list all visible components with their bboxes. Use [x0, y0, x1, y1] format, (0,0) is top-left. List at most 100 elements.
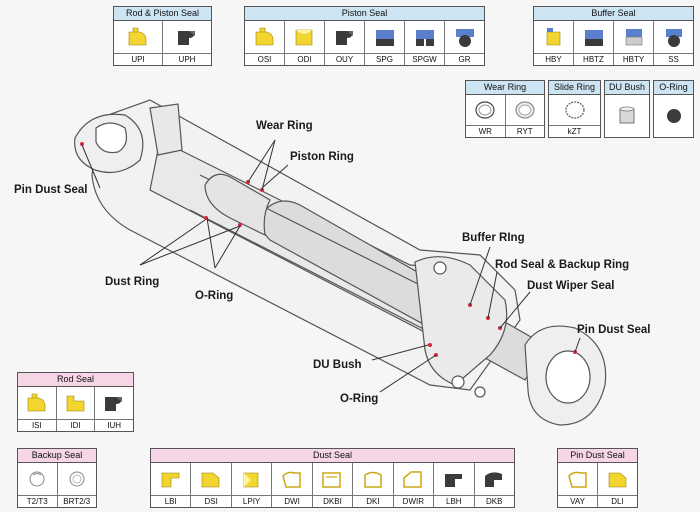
seal-code-label: DKB [474, 495, 514, 507]
seal-code-label: IDI [56, 419, 95, 431]
seal-profile-icon [549, 95, 600, 125]
seal-profile-icon [18, 463, 57, 495]
seal-profile-icon [151, 463, 190, 495]
callout-du-bush: DU Bush [313, 359, 362, 371]
seal-profile-icon [114, 21, 162, 53]
seal-item: RYT [505, 95, 545, 137]
seal-item: UPH [163, 21, 211, 65]
seal-profile-icon [18, 387, 56, 419]
seal-item: BRT2/3 [57, 463, 96, 507]
seal-item: DWI [272, 463, 313, 507]
seal-item: DKBI [312, 463, 354, 507]
seal-profile-icon [245, 21, 284, 53]
seal-code-label: SPG [365, 53, 404, 65]
piston-body [204, 173, 271, 237]
group-title: DU Bush [605, 81, 649, 95]
group-title: Pin Dust Seal [558, 449, 637, 463]
seal-code-label: T2/T3 [18, 495, 57, 507]
seal-item: VAY [558, 463, 598, 507]
seal-item: SPG [365, 21, 405, 65]
seal-item: OSI [245, 21, 285, 65]
seal-profile-icon [598, 463, 637, 495]
group-title: Rod & Piston Seal [114, 7, 211, 21]
seal-item: T2/T3 [18, 463, 58, 507]
seal-code-label: RYT [505, 125, 544, 137]
seal-code-label: BRT2/3 [57, 495, 96, 507]
group-title: Dust Seal [151, 449, 514, 463]
seal-profile-icon [313, 463, 352, 495]
callout-wear-ring: Wear Ring [256, 120, 313, 132]
seal-item: LBH [434, 463, 475, 507]
seal-code-label: DSI [191, 495, 231, 507]
seal-profile-icon [163, 21, 211, 53]
group-slide-ring: Slide Ring kZT [548, 80, 601, 138]
seal-code-label: SPGW [405, 53, 444, 65]
seal-item: UPI [114, 21, 163, 65]
callout-dust-ring: Dust Ring [105, 276, 160, 288]
seal-profile-icon [95, 387, 133, 419]
seal-item [654, 95, 693, 137]
group-title: Buffer Seal [534, 7, 693, 21]
seal-item: DKB [474, 463, 514, 507]
seal-profile-icon [285, 21, 324, 53]
seal-code-label: DLI [598, 495, 637, 507]
seal-code-label: HBY [534, 53, 573, 65]
group-title: Slide Ring [549, 81, 600, 95]
seal-item: HBY [534, 21, 574, 65]
seal-code-label: UPI [114, 53, 162, 65]
gland-head [414, 256, 508, 386]
seal-code-label: GR [445, 53, 484, 65]
seal-profile-icon [434, 463, 473, 495]
seal-code-label: ODI [285, 53, 324, 65]
group-title: Wear Ring [466, 81, 544, 95]
callout-pin-dust-seal-left: Pin Dust Seal [14, 184, 88, 196]
seal-profile-icon [605, 95, 649, 137]
callout-piston-ring: Piston Ring [290, 151, 354, 163]
group-o-ring: O-Ring [653, 80, 694, 138]
seal-profile-icon [394, 463, 433, 495]
seal-profile-icon [232, 463, 271, 495]
seal-item: OUY [325, 21, 365, 65]
seal-code-label: DWIR [393, 495, 434, 507]
callout-pin-dust-seal-right: Pin Dust Seal [577, 324, 651, 336]
seal-item: IDI [56, 387, 96, 431]
seal-item: SS [654, 21, 693, 65]
group-du-bush: DU Bush [604, 80, 650, 138]
seal-profile-icon [325, 21, 364, 53]
callout-dust-wiper-seal: Dust Wiper Seal [527, 280, 615, 292]
seal-profile-icon [405, 21, 444, 53]
callout-buffer-ring: Buffer RIng [462, 232, 525, 244]
callout-o-ring-left: O-Ring [195, 290, 234, 302]
seal-profile-icon [574, 21, 613, 53]
seal-item: HBTY [614, 21, 654, 65]
seal-profile-icon [654, 21, 693, 53]
seal-item: DWIR [393, 463, 435, 507]
seal-item: ODI [285, 21, 325, 65]
seal-profile-icon [654, 95, 693, 137]
group-title: Backup Seal [18, 449, 96, 463]
seal-item: LPIY [231, 463, 273, 507]
seal-item: kZT [549, 95, 600, 137]
group-title: O-Ring [654, 81, 693, 95]
seal-code-label: ISI [18, 419, 56, 431]
seal-item: DSI [191, 463, 232, 507]
seal-profile-icon [353, 463, 392, 495]
seal-code-label: IUH [95, 419, 134, 431]
seal-code-label: HBTY [614, 53, 653, 65]
seal-item: HBTZ [574, 21, 614, 65]
seal-code-label: OUY [325, 53, 364, 65]
seal-code-label: SS [654, 53, 693, 65]
seal-profile-icon [191, 463, 230, 495]
group-title: Rod Seal [18, 373, 133, 387]
seal-item: WR [466, 95, 506, 137]
seal-profile-icon [506, 95, 545, 125]
seal-code-label: LPIY [231, 495, 272, 507]
seal-item: DLI [598, 463, 637, 507]
callout-o-ring-bottom: O-Ring [340, 393, 379, 405]
